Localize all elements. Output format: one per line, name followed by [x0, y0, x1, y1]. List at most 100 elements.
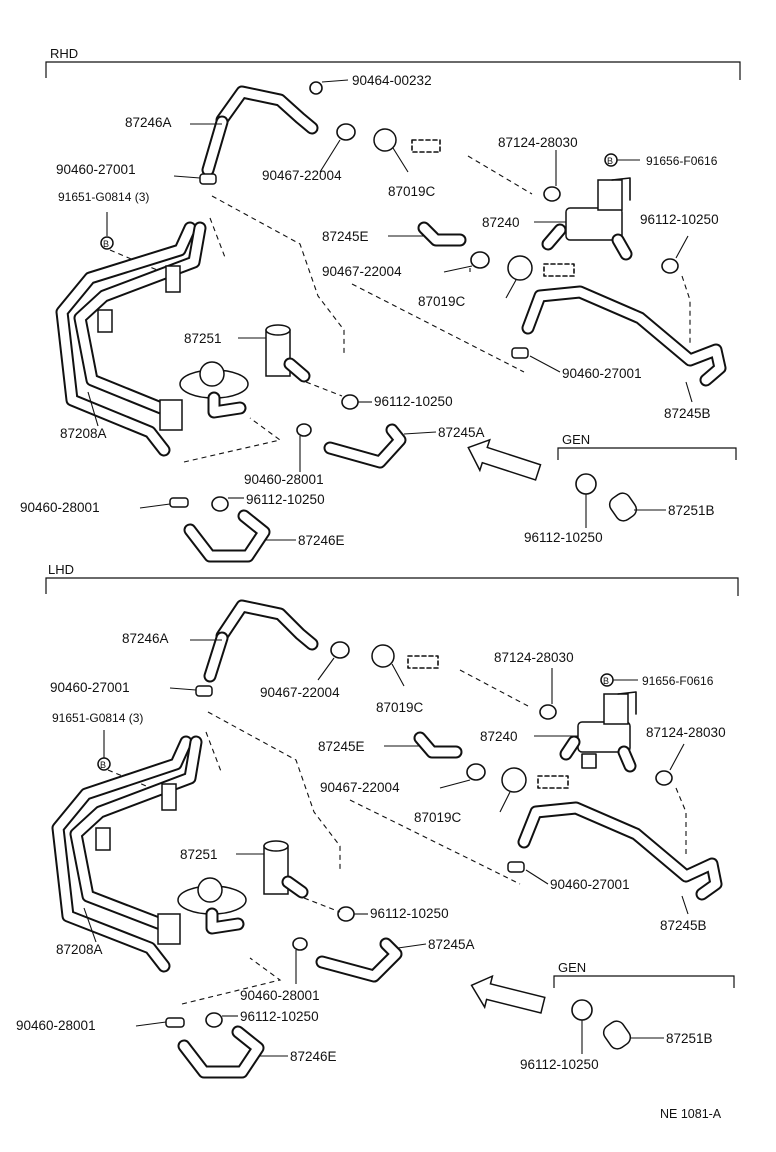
hose-87245B-lhd — [517, 801, 723, 901]
lhd-section: LHD B — [16, 562, 739, 1079]
label-90467-22004-b: 90467-22004 — [322, 264, 402, 279]
clip-90460-28001-b-lhd — [165, 1017, 185, 1028]
label-96112-10250-b: 96112-10250 — [374, 394, 453, 409]
pipe-87208A — [55, 221, 207, 457]
pipe-fitting-b-lhd — [537, 775, 569, 789]
label-87246A: 87246A — [125, 115, 172, 130]
label-91656-F0616: 91656-F0616 — [646, 154, 718, 168]
label-90467-22004-a-lhd: 90467-22004 — [260, 685, 340, 700]
clip-90460-27001-a — [199, 173, 217, 185]
bracket-a — [165, 265, 181, 293]
figure-code: NE 1081-A — [660, 1107, 722, 1121]
label-90460-28001-a: 90460-28001 — [244, 472, 324, 487]
label-96112-10250-d: 96112-10250 — [524, 530, 603, 545]
direction-arrow-b — [470, 974, 546, 1014]
connector-87019C-a-lhd — [371, 644, 395, 668]
label-87240: 87240 — [482, 215, 520, 230]
label-90460-27001-b: 90460-27001 — [562, 366, 642, 381]
label-87240-lhd: 87240 — [480, 729, 518, 744]
label-91651-G0814-lhd: 91651-G0814 (3) — [52, 711, 143, 725]
label-87245E: 87245E — [322, 229, 369, 244]
section-frame-rhd — [45, 61, 741, 80]
clamp-90467-22004-a — [336, 123, 356, 141]
cap-87251B-lhd — [602, 1020, 632, 1050]
label-87251B: 87251B — [668, 503, 715, 518]
clamp-96112-10250-d — [575, 473, 597, 495]
label-91656-F0616-lhd: 91656-F0616 — [642, 674, 714, 688]
clamp-87124-28030-a-lhd — [539, 704, 557, 720]
label-96112-10250-a: 96112-10250 — [640, 212, 719, 227]
clamp-96112-10250-a-lhd — [337, 906, 355, 922]
hose-87246E-lhd — [177, 1025, 265, 1079]
clamp-87124-28030 — [543, 186, 561, 202]
connector-87019C-b — [507, 255, 533, 281]
clip-90460-27001-a-lhd — [195, 685, 213, 697]
bolt-marker-b3: B — [100, 760, 106, 770]
label-87124-28030-a-lhd: 87124-28030 — [494, 650, 574, 665]
valve-87240 — [541, 177, 633, 261]
label-87019C-a-lhd: 87019C — [376, 700, 424, 715]
valve-87251 — [265, 324, 311, 383]
label-87019C-b-lhd: 87019C — [414, 810, 462, 825]
clip-90460-27001-b-lhd — [507, 861, 525, 873]
clamp-87124-28030-b-lhd — [655, 770, 673, 786]
label-87245B: 87245B — [664, 406, 711, 421]
label-87246E: 87246E — [298, 533, 345, 548]
clamp-90467-22004-a-lhd — [330, 641, 350, 659]
label-87019C-b: 87019C — [418, 294, 466, 309]
section-label-lhd: LHD — [48, 562, 74, 577]
label-87251-lhd: 87251 — [180, 847, 218, 862]
label-96112-10250-a-lhd: 96112-10250 — [370, 906, 449, 921]
valve-87240-lhd — [559, 691, 637, 773]
hose-87245E — [417, 221, 467, 247]
hose-87245B — [521, 285, 727, 387]
clamp-90467-22004-b-lhd — [466, 763, 486, 781]
clip-90460-27001-b — [511, 347, 529, 359]
clamp-96112-10250-a — [661, 258, 679, 274]
label-96112-10250-c: 96112-10250 — [246, 492, 325, 507]
label-87208A: 87208A — [60, 426, 107, 441]
label-87124-28030-b-lhd: 87124-28030 — [646, 725, 726, 740]
clip-90460-28001-a-lhd — [292, 937, 308, 951]
label-87245E-lhd: 87245E — [318, 739, 365, 754]
bracket-c — [159, 399, 183, 431]
section-label-rhd: RHD — [50, 46, 78, 61]
label-87246E-lhd: 87246E — [290, 1049, 337, 1064]
gen-label-top: GEN — [562, 432, 590, 447]
label-96112-10250-b-lhd: 96112-10250 — [240, 1009, 319, 1024]
hose-87245A — [323, 423, 407, 469]
hose-87245E-lhd — [413, 731, 463, 759]
gen-label-bottom: GEN — [558, 960, 586, 975]
cap-87251B — [608, 492, 638, 522]
hose-87246A-lhd — [203, 599, 319, 683]
label-87124-28030: 87124-28030 — [498, 135, 578, 150]
valve-87251-lhd — [263, 840, 309, 899]
label-87245A: 87245A — [438, 425, 485, 440]
bolt-marker-b1: B — [103, 239, 109, 249]
label-90460-28001-b: 90460-28001 — [20, 500, 100, 515]
gen-frame-bottom — [553, 975, 735, 988]
label-90460-27001-a-lhd: 90460-27001 — [50, 680, 130, 695]
label-87245B-lhd: 87245B — [660, 918, 707, 933]
bolt-marker-b4: B — [603, 676, 609, 686]
hose-87246A — [201, 85, 319, 177]
clamp-96112-10250-b — [341, 394, 359, 410]
label-96112-10250-c-lhd: 96112-10250 — [520, 1057, 599, 1072]
clip-90460-28001-b — [169, 497, 189, 508]
label-87245A-lhd: 87245A — [428, 937, 475, 952]
pipe-87208A-lhd — [51, 735, 203, 973]
clamp-96112-10250-c-lhd — [571, 999, 593, 1021]
label-90460-27001-a: 90460-27001 — [56, 162, 136, 177]
label-87246A-lhd: 87246A — [122, 631, 169, 646]
clamp-96112-10250-b-lhd — [205, 1012, 223, 1028]
diaphragm-valve — [179, 361, 249, 419]
hose-87246E — [183, 509, 271, 563]
label-90460-27001-b-lhd: 90460-27001 — [550, 877, 630, 892]
label-87251B-lhd: 87251B — [666, 1031, 713, 1046]
direction-arrow-a — [467, 438, 542, 481]
plug-90464-00232 — [309, 81, 323, 95]
bolt-marker-b2: B — [607, 156, 613, 166]
label-87208A-lhd: 87208A — [56, 942, 103, 957]
label-90460-28001-b-lhd: 90460-28001 — [16, 1018, 96, 1033]
